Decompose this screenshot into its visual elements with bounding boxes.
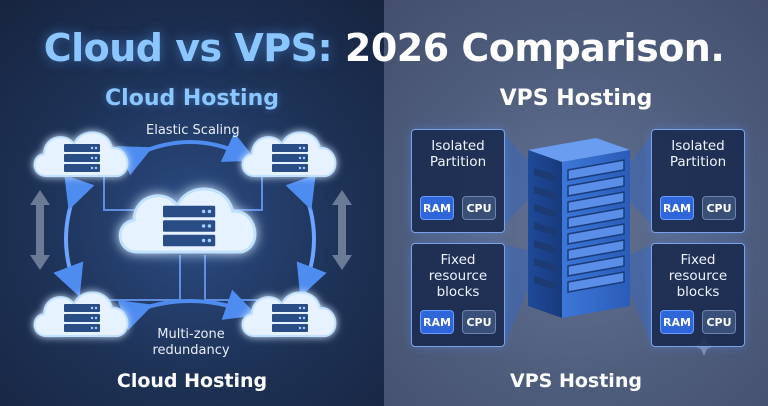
vps-box-fixed-right: Fixed resource blocks RAM CPU	[651, 243, 745, 347]
cloud-top-left	[33, 131, 129, 177]
elastic-scaling-label: Elastic Scaling	[146, 123, 240, 138]
vps-connectors	[504, 135, 652, 345]
title-part-comparison: 2026 Comparison.	[344, 26, 725, 70]
box-label: Fixed resource blocks	[652, 252, 744, 300]
box-label-line2: Partition	[429, 154, 487, 170]
box-label-line3: blocks	[676, 284, 720, 300]
box-label-line1: Isolated	[431, 138, 485, 154]
vps-box-isolated-left: Isolated Partition RAM CPU	[411, 129, 505, 233]
cloud-bottom-right	[241, 291, 337, 337]
multizone-arrow	[117, 289, 258, 331]
cloud-center	[118, 187, 257, 254]
scale-arrows-grey	[30, 190, 352, 270]
main-title: Cloud vs VPS: 2026 Comparison.	[0, 26, 768, 70]
box-label-line3: blocks	[436, 284, 480, 300]
left-vertical-arrows	[53, 174, 327, 297]
box-label-line1: Isolated	[671, 138, 725, 154]
box-label-line1: Fixed	[440, 252, 476, 268]
ram-chip: RAM	[420, 196, 454, 220]
vps-footer: VPS Hosting	[510, 370, 642, 392]
box-label: Fixed resource blocks	[412, 252, 504, 300]
server-tower	[528, 138, 630, 318]
cpu-chip: CPU	[462, 310, 496, 334]
multizone-line1: Multi-zone	[157, 327, 225, 342]
vps-heading: VPS Hosting	[499, 86, 653, 111]
multizone-line2: redundancy	[152, 343, 230, 358]
cloud-top-right	[241, 131, 337, 177]
box-label: Isolated Partition	[412, 138, 504, 170]
cpu-chip: CPU	[462, 196, 496, 220]
title-part-cloud-vps: Cloud vs VPS:	[43, 26, 333, 70]
vps-box-isolated-right: Isolated Partition RAM CPU	[651, 129, 745, 233]
elastic-scaling-arrow	[116, 132, 257, 176]
cpu-chip: CPU	[702, 310, 736, 334]
box-label-line2: resource	[428, 268, 488, 284]
cloud-footer: Cloud Hosting	[116, 370, 268, 392]
box-label-line1: Fixed	[680, 252, 716, 268]
cpu-chip: CPU	[702, 196, 736, 220]
box-label-line2: resource	[668, 268, 728, 284]
ram-chip: RAM	[420, 310, 454, 334]
box-label: Isolated Partition	[652, 138, 744, 170]
cloud-bottom-left	[33, 291, 129, 337]
ram-chip: RAM	[660, 196, 694, 220]
vps-box-fixed-left: Fixed resource blocks RAM CPU	[411, 243, 505, 347]
multizone-label: Multi-zone redundancy	[146, 327, 236, 359]
box-label-line2: Partition	[669, 154, 727, 170]
cloud-heading: Cloud Hosting	[105, 86, 279, 111]
ram-chip: RAM	[660, 310, 694, 334]
